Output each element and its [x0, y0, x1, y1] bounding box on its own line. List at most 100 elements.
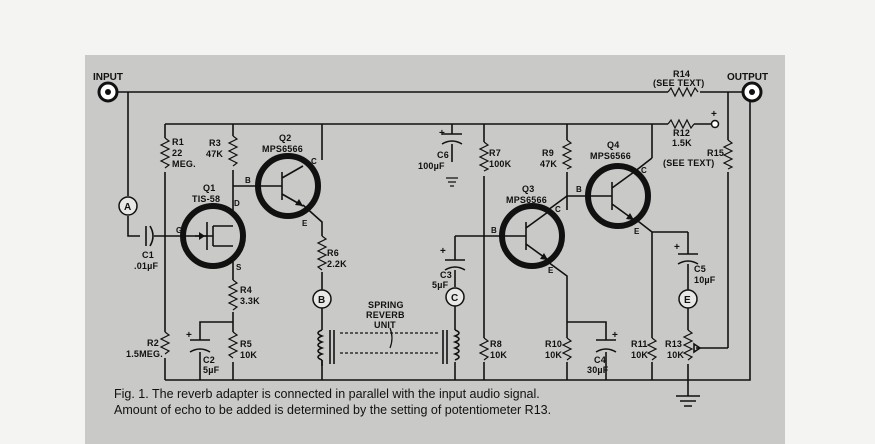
q2-pin-c: C — [311, 157, 317, 166]
capacitors — [145, 133, 699, 353]
r3-symbol — [227, 135, 239, 167]
q3-pin-c: C — [555, 205, 561, 214]
c3-plus: + — [440, 246, 446, 257]
r3-label: R3 — [209, 138, 221, 148]
q4-pin-c: C — [641, 166, 647, 175]
c3-label: C3 — [440, 270, 452, 280]
r9-value: 47K — [540, 159, 557, 169]
c2-value: 5µF — [203, 365, 220, 375]
c6-value: 100µF — [418, 161, 445, 171]
c5-plus: + — [674, 242, 680, 253]
r9-label: R9 — [542, 148, 554, 158]
r10-label: R10 — [545, 339, 562, 349]
r12-label: R12 — [673, 128, 690, 138]
q4-pin-b: B — [576, 185, 582, 194]
q4-label: Q4 — [607, 140, 619, 150]
c1-symbol — [145, 225, 154, 247]
r1-symbol — [159, 137, 171, 169]
output-label: OUTPUT — [727, 72, 768, 83]
node-a-label: A — [124, 202, 131, 213]
r11-symbol — [646, 337, 658, 361]
r11-label: R11 — [631, 339, 648, 349]
q1-pin-s: S — [236, 263, 242, 272]
plus-label: + — [711, 109, 717, 120]
q1-type: TIS-58 — [192, 194, 220, 204]
c5-value: 10µF — [694, 275, 716, 285]
r13-value: 10K — [667, 350, 684, 360]
r1-label: R1 — [172, 137, 184, 147]
q3-label: Q3 — [522, 184, 534, 194]
r12-value: 1.5K — [672, 138, 692, 148]
transistor-q2 — [255, 153, 321, 219]
r14-symbol — [667, 86, 699, 98]
r4-symbol — [227, 279, 239, 311]
r5-symbol — [227, 331, 239, 359]
q2-pin-b: B — [245, 176, 251, 185]
transistor-q4 — [585, 157, 653, 229]
r8-label: R8 — [490, 339, 502, 349]
transistor-q3 — [499, 203, 565, 269]
c1-label: C1 — [142, 250, 154, 260]
r2-label: R2 — [147, 338, 159, 348]
r7-label: R7 — [489, 148, 501, 158]
spring-label-b: REVERB — [366, 310, 405, 320]
input-jack[interactable] — [97, 81, 119, 103]
r12-symbol — [667, 118, 695, 130]
r3-value: 47K — [206, 149, 223, 159]
labels: INPUT OUTPUT R14 (SEE TEXT) + R1 22 MEG.… — [93, 69, 768, 375]
output-jack[interactable] — [741, 81, 763, 103]
q1-pin-g: G — [176, 226, 182, 235]
r7-value: 100K — [489, 159, 512, 169]
c4-symbol — [595, 339, 617, 353]
r14-label: R14 — [673, 69, 690, 79]
r14-note: (SEE TEXT) — [653, 78, 705, 88]
c6-label: C6 — [437, 150, 449, 160]
resistors — [159, 86, 734, 361]
r6-symbol — [316, 235, 328, 271]
input-label: INPUT — [93, 72, 123, 83]
r15-note: (SEE TEXT) — [663, 158, 715, 168]
transistor-q1 — [180, 203, 246, 269]
r4-label: R4 — [240, 285, 252, 295]
r10-value: 10K — [545, 350, 562, 360]
r6-label: R6 — [327, 248, 339, 258]
r15-label: R15 — [707, 148, 724, 158]
r5-value: 10K — [240, 350, 257, 360]
q3-pin-b: B — [491, 226, 497, 235]
r2-value: 1.5MEG. — [126, 349, 163, 359]
r8-symbol — [478, 337, 490, 361]
c4-plus: + — [612, 330, 618, 341]
c4-label: C4 — [594, 355, 606, 365]
q4-pin-e: E — [634, 227, 640, 236]
r6-value: 2.2K — [327, 259, 347, 269]
schematic-panel — [85, 55, 785, 444]
ground-symbols — [446, 177, 700, 407]
r7-symbol — [478, 141, 490, 172]
q2-pin-e: E — [302, 219, 308, 228]
node-e-label: E — [684, 295, 691, 306]
node-c-label: C — [451, 293, 458, 304]
c6-symbol — [441, 133, 463, 145]
caption-line-2: Amount of echo to be added is determined… — [114, 403, 552, 417]
q1-pin-d: D — [234, 199, 240, 208]
caption-line-1: Fig. 1. The reverb adapter is connected … — [114, 387, 540, 401]
r5-label: R5 — [240, 339, 252, 349]
c2-label: C2 — [203, 355, 215, 365]
q4-type: MPS6566 — [590, 151, 631, 161]
c3-value: 5µF — [432, 280, 449, 290]
spring-label-a: SPRING — [368, 300, 404, 310]
supply-terminal[interactable] — [710, 119, 720, 129]
r1-value-b: MEG. — [172, 159, 196, 169]
q3-pin-e: E — [548, 266, 554, 275]
r9-symbol — [561, 139, 573, 170]
q1-label: Q1 — [203, 183, 215, 193]
c5-label: C5 — [694, 264, 706, 274]
r1-value-a: 22 — [172, 148, 182, 158]
c5-symbol — [677, 253, 699, 265]
r11-value: 10K — [631, 350, 648, 360]
wires — [114, 91, 751, 396]
test-points — [118, 196, 698, 309]
c6-plus: + — [439, 128, 445, 139]
node-b-test-label: B — [318, 295, 325, 306]
